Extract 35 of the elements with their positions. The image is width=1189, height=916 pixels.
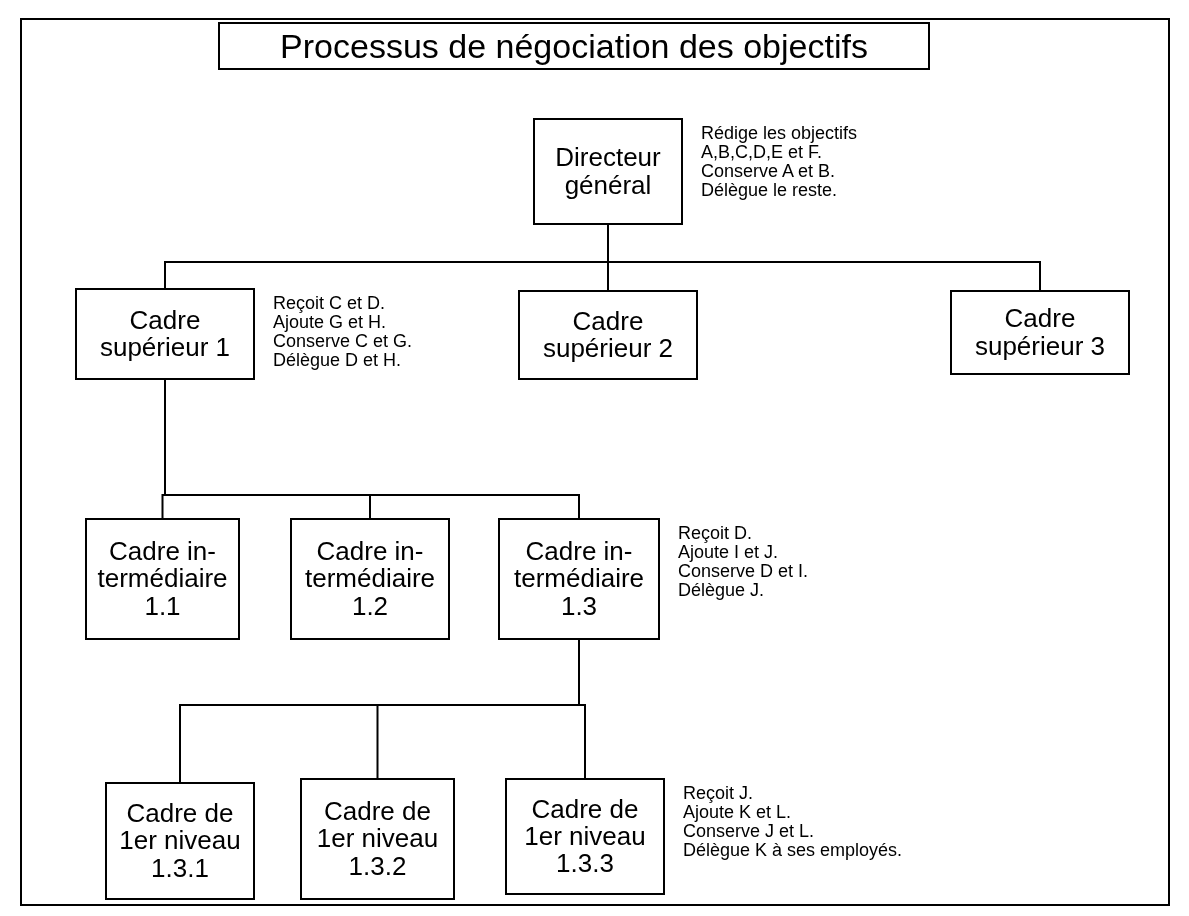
role-note: Reçoit D. xyxy=(678,524,754,543)
role-note: Conserve D et I. xyxy=(678,561,810,581)
role-box xyxy=(85,518,240,640)
role-label: Cadre de 1er niveau 1.3.1 xyxy=(118,800,242,882)
role-box xyxy=(75,288,255,380)
role-note: Rédige les objectifs A,B,C,D,E et F. xyxy=(701,124,859,162)
role-note: Conserve A et B. xyxy=(701,161,837,181)
role-note: Ajoute G et H. xyxy=(273,312,388,332)
role-label: Directeur général xyxy=(554,144,662,199)
role-box xyxy=(950,290,1130,375)
role-note: Ajoute K et L. xyxy=(683,802,793,822)
role-note: Ajoute I et J. xyxy=(678,542,780,562)
role-label: Cadre in- termédiaire 1.2 xyxy=(303,538,437,620)
role-box xyxy=(498,518,660,640)
role-note: Délègue J. xyxy=(678,580,766,600)
title: Processus de négociation des objectifs xyxy=(218,22,930,70)
role-note: Conserve J et L. xyxy=(683,821,816,841)
role-label: Cadre de 1er niveau 1.3.2 xyxy=(315,798,440,880)
role-box xyxy=(505,778,665,895)
role-note: Délègue le reste. xyxy=(701,180,839,200)
role-note: Délègue K à ses employés. xyxy=(683,840,904,860)
role-note: Reçoit C et D. xyxy=(273,294,387,313)
role-label: Cadre supérieur 2 xyxy=(541,307,675,363)
connector-line xyxy=(578,639,586,779)
role-label: Cadre de 1er niveau 1.3.3 xyxy=(523,795,647,878)
role-label: Cadre supérieur 3 xyxy=(973,305,1107,360)
role-box xyxy=(533,118,683,225)
role-label: Cadre supérieur 1 xyxy=(98,306,232,362)
role-label: Cadre in- termédiaire 1.1 xyxy=(96,538,229,620)
role-box xyxy=(518,290,698,380)
role-note: Reçoit J. xyxy=(683,784,755,803)
role-label: Cadre in- termédiaire 1.3 xyxy=(512,538,646,620)
role-box xyxy=(290,518,450,640)
role-box xyxy=(300,778,455,900)
role-box xyxy=(105,782,255,900)
